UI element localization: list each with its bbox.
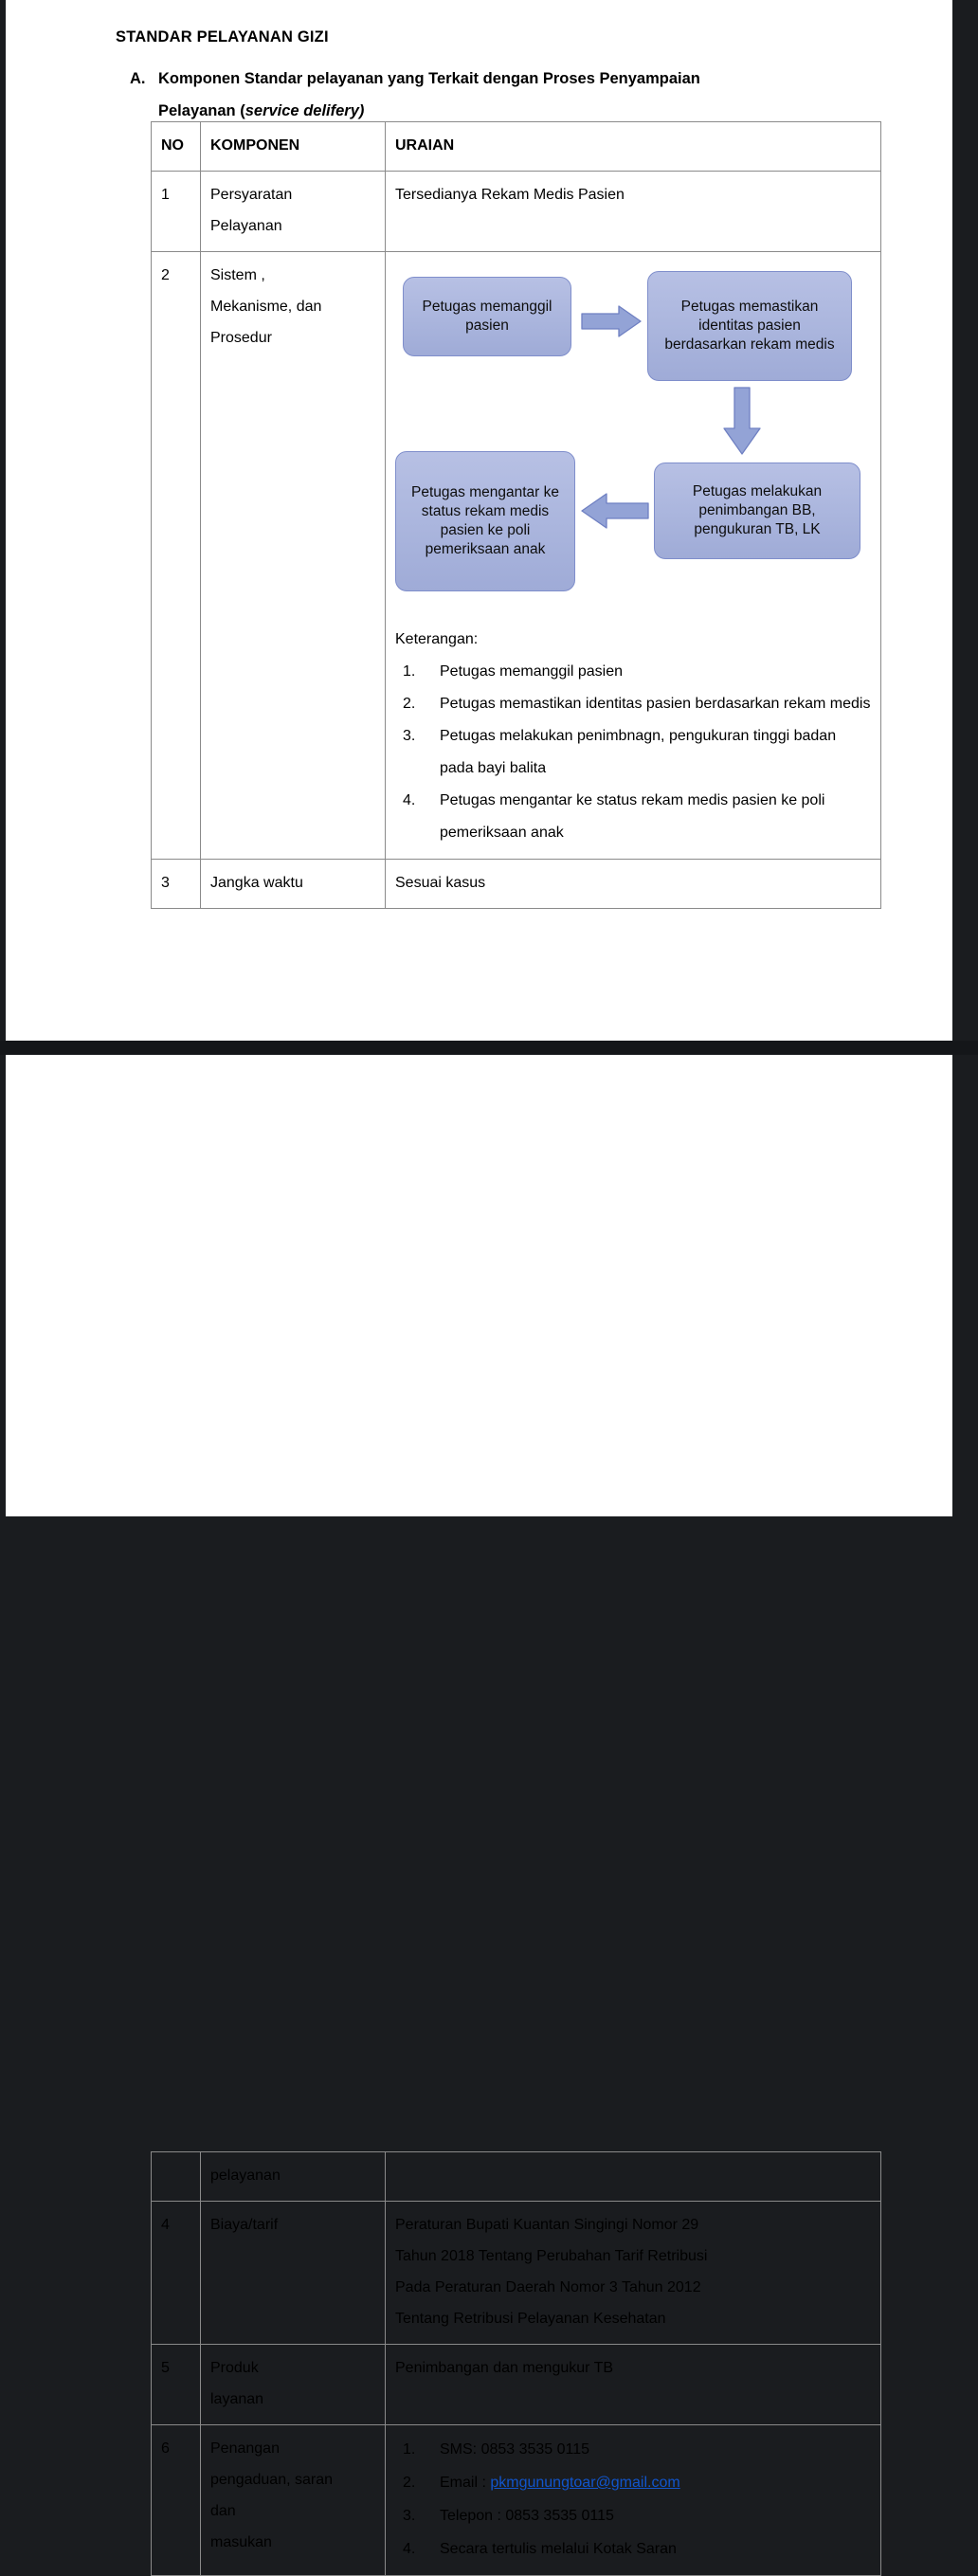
page-separator (0, 1041, 978, 1055)
list-item: Telepon : 0853 3535 0115 (395, 2499, 871, 2532)
patient-flow-diagram: Petugas memanggil pasien Petugas memasti… (395, 265, 869, 607)
cell-no: 2 (151, 251, 201, 860)
section-heading-line1: Komponen Standar pelayanan yang Terkait … (158, 70, 700, 87)
cell-uraian: Penimbangan dan mengukur TB (385, 2344, 881, 2425)
contact-text: Telepon : 0853 3535 0115 (440, 2508, 614, 2524)
flow-box-verify-identity: Petugas memastikan identitas pasien berd… (647, 271, 852, 381)
list-item: Petugas memanggil pasien (403, 656, 624, 688)
table-row: 3 Jangka waktu Sesuai kasus (151, 859, 881, 909)
cell-uraian-kontak: SMS: 0853 3535 0115 Email : pkmgunungtoa… (385, 2424, 881, 2576)
cell-komponen: Biaya/tarif (200, 2201, 386, 2345)
document-page-2: pelayanan 4 Biaya/tarif Peraturan Bupati… (6, 1055, 952, 2576)
cell-uraian: Tersedianya Rekam Medis Pasien (385, 171, 881, 252)
table-row: 4 Biaya/tarif Peraturan Bupati Kuantan S… (151, 2201, 881, 2345)
table-header-row: NO KOMPONEN URAIAN (151, 121, 881, 172)
list-item: Petugas memastikan identitas pasien berd… (403, 688, 871, 720)
section-heading-line2-italic: service delifery) (244, 102, 365, 119)
cell-no: 3 (151, 859, 201, 909)
arrow-right-icon (581, 305, 642, 337)
cell-komponen: pelayanan (200, 2151, 386, 2202)
list-item: Email : pkmgunungtoar@gmail.com (395, 2466, 871, 2499)
cell-komponen: Jangka waktu (200, 859, 386, 909)
cell-no: 4 (151, 2201, 201, 2345)
document-page-1: STANDAR PELAYANAN GIZI A. Komponen Standa… (6, 0, 952, 1041)
cell-no: 5 (151, 2344, 201, 2425)
flow-box-call-patient: Petugas memanggil pasien (403, 277, 571, 356)
flow-box-deliver-record: Petugas mengantar ke status rekam medis … (395, 451, 575, 591)
table-row: 1 Persyaratan Pelayanan Tersedianya Reka… (151, 171, 881, 252)
uraian-line: Pada Peraturan Daerah Nomor 3 Tahun 2012 (395, 2279, 701, 2295)
cell-no: 6 (151, 2424, 201, 2576)
section-heading-line2-plain: Pelayanan ( (158, 102, 245, 119)
standar-pelayanan-table: NO KOMPONEN URAIAN 1 Persyaratan Pelayan… (151, 121, 881, 909)
table-row: pelayanan (151, 2151, 881, 2202)
komponen-line: layanan (210, 2391, 264, 2407)
uraian-line: Peraturan Bupati Kuantan Singingi Nomor … (395, 2217, 699, 2233)
komponen-line: pengaduan, saran (210, 2472, 333, 2488)
komponen-line: Pelayanan (210, 218, 282, 234)
komponen-line: Sistem , (210, 267, 265, 283)
cell-komponen: Persyaratan Pelayanan (200, 171, 386, 252)
column-header-komponen: KOMPONEN (200, 121, 386, 172)
komponen-line: dan (210, 2503, 236, 2519)
arrow-down-icon (723, 387, 761, 455)
komponen-line: Penangan (210, 2440, 280, 2457)
cell-uraian-tarif: Peraturan Bupati Kuantan Singingi Nomor … (385, 2201, 881, 2345)
cell-komponen: Penangan pengaduan, saran dan masukan (200, 2424, 386, 2576)
komponen-line: Prosedur (210, 330, 272, 346)
flow-box-measure: Petugas melakukan penimbangan BB, penguk… (654, 463, 860, 559)
cell-uraian: Petugas memanggil pasien Petugas memasti… (385, 251, 881, 860)
cell-uraian (385, 2151, 881, 2202)
komponen-line: Jangka waktu (210, 875, 303, 891)
keterangan-label: Keterangan: (395, 631, 479, 647)
standar-pelayanan-table-continued: pelayanan 4 Biaya/tarif Peraturan Bupati… (151, 2151, 881, 2576)
keterangan-block: Keterangan: Petugas memanggil pasien Pet… (395, 618, 871, 849)
komponen-line: Produk (210, 2360, 259, 2376)
komponen-line: masukan (210, 2534, 272, 2550)
komponen-line: pelayanan (210, 2168, 281, 2184)
komponen-line: Biaya/tarif (210, 2217, 279, 2233)
list-item: Petugas melakukan penimbnagn, pengukuran… (403, 720, 837, 776)
uraian-line: Tentang Retribusi Pelayanan Kesehatan (395, 2311, 666, 2327)
list-item: Petugas mengantar ke status rekam medis … (403, 785, 825, 841)
page-title: STANDAR PELAYANAN GIZI (116, 28, 329, 45)
contact-list: SMS: 0853 3535 0115 Email : pkmgunungtoa… (395, 2433, 871, 2566)
cell-komponen: Sistem , Mekanisme, dan Prosedur (200, 251, 386, 860)
column-header-uraian: URAIAN (385, 121, 881, 172)
section-marker: A. (130, 70, 146, 87)
contact-text: Email : (440, 2475, 491, 2491)
list-item: SMS: 0853 3535 0115 (395, 2433, 871, 2466)
cell-no: 1 (151, 171, 201, 252)
section-heading-line2: Pelayanan (service delifery) (130, 95, 850, 127)
keterangan-list: Petugas memanggil pasien Petugas memasti… (395, 656, 871, 849)
list-item: Secara tertulis melalui Kotak Saran (395, 2532, 871, 2566)
cell-komponen: Produk layanan (200, 2344, 386, 2425)
cell-uraian: Sesuai kasus (385, 859, 881, 909)
table-row: 6 Penangan pengaduan, saran dan masukan … (151, 2424, 881, 2576)
email-link[interactable]: pkmgunungtoar@gmail.com (490, 2475, 680, 2491)
table-row: 2 Sistem , Mekanisme, dan Prosedur Petug… (151, 251, 881, 860)
contact-text: Secara tertulis melalui Kotak Saran (440, 2541, 677, 2557)
section-heading-a: A. Komponen Standar pelayanan yang Terkai… (130, 63, 850, 127)
arrow-left-icon (581, 493, 649, 529)
uraian-line: Tahun 2018 Tentang Perubahan Tarif Retri… (395, 2248, 708, 2264)
contact-text: SMS: 0853 3535 0115 (440, 2441, 590, 2458)
table-row: 5 Produk layanan Penimbangan dan menguku… (151, 2344, 881, 2425)
cell-no (151, 2151, 201, 2202)
column-header-no: NO (151, 121, 201, 172)
komponen-line: Mekanisme, dan (210, 299, 322, 315)
komponen-line: Persyaratan (210, 187, 293, 203)
